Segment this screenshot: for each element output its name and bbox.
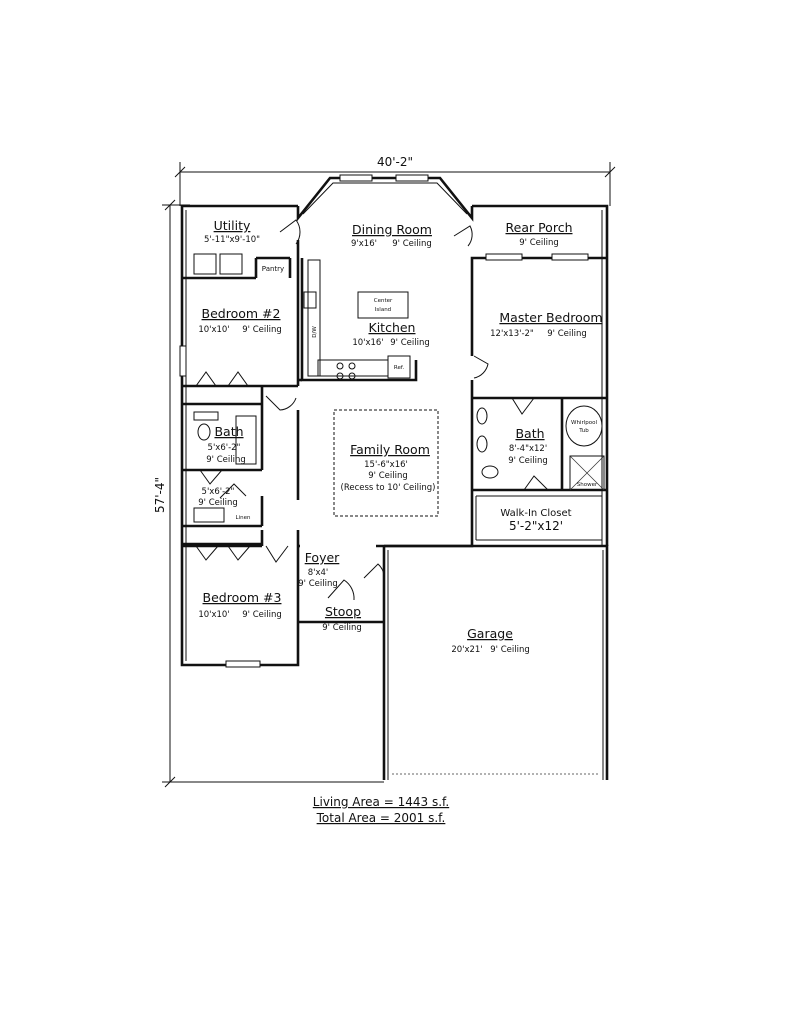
- whirlpool-label-1: Whirlpool: [571, 420, 597, 426]
- master-bedroom-name: Master Bedroom: [499, 310, 602, 325]
- windows: [179, 174, 589, 668]
- depth-dimension-line: [162, 199, 384, 788]
- refrigerator-label: Ref.: [394, 365, 404, 371]
- hall-bath-ceiling: 9' Ceiling: [206, 455, 245, 465]
- interior-walls: [182, 240, 607, 624]
- rear-porch-name: Rear Porch: [506, 220, 573, 235]
- fixtures: [193, 253, 605, 523]
- foyer-name: Foyer: [305, 550, 340, 565]
- exterior-walls: [180, 176, 609, 780]
- walkin-closet-name: Walk-In Closet: [500, 508, 571, 519]
- bedroom-3-name: Bedroom #3: [203, 590, 282, 605]
- dining-room-ceiling: 9' Ceiling: [392, 239, 431, 249]
- family-room-name: Family Room: [350, 442, 430, 457]
- utility-name: Utility: [214, 218, 251, 233]
- garage-ceiling: 9' Ceiling: [490, 645, 529, 655]
- width-dimension-line: [174, 162, 616, 206]
- stoop-name: Stoop: [325, 604, 361, 619]
- walkin-closet-size: 5'-2"x12': [509, 519, 563, 533]
- bedroom-3-size: 10'x10': [198, 610, 229, 620]
- bedroom-3-ceiling: 9' Ceiling: [242, 610, 281, 620]
- hall-bath-name: Bath: [214, 424, 243, 439]
- small-bath-ceiling: 9' Ceiling: [198, 498, 237, 508]
- master-bath-size: 8'-4"x12': [509, 444, 547, 454]
- shower-label: Shower: [577, 482, 598, 488]
- master-bedroom-size: 12'x13'-2": [490, 329, 534, 339]
- small-bath-size: 5'x6'-2": [202, 487, 235, 497]
- island-label-1: Center: [374, 298, 393, 304]
- foyer-size: 8'x4': [308, 568, 329, 578]
- dining-room-size: 9'x16': [351, 239, 377, 249]
- kitchen-name: Kitchen: [369, 320, 416, 335]
- overall-width-label: 40'-2": [377, 155, 413, 169]
- bedroom-2-ceiling: 9' Ceiling: [242, 325, 281, 335]
- kitchen-size: 10'x16': [352, 338, 383, 348]
- master-bath-ceiling: 9' Ceiling: [508, 456, 547, 466]
- door-swings: [195, 219, 549, 601]
- island-label-2: Island: [375, 307, 391, 313]
- living-area-label: Living Area = 1443 s.f.: [313, 795, 449, 809]
- family-room-ceiling: 9' Ceiling: [368, 471, 407, 481]
- master-bath-name: Bath: [515, 426, 544, 441]
- linen-label: Linen: [236, 515, 251, 521]
- stoop-ceiling: 9' Ceiling: [322, 623, 361, 633]
- kitchen-ceiling: 9' Ceiling: [390, 338, 429, 348]
- dining-room-name: Dining Room: [352, 222, 432, 237]
- master-bedroom-ceiling: 9' Ceiling: [547, 329, 586, 339]
- garage-size: 20'x21': [451, 645, 482, 655]
- hall-bath-size: 5'x6'-2": [208, 443, 241, 453]
- bedroom-2-name: Bedroom #2: [202, 306, 281, 321]
- dishwasher-label: D/W: [312, 326, 318, 338]
- whirlpool-label-2: Tub: [578, 428, 589, 434]
- bedroom-2-size: 10'x10': [198, 325, 229, 335]
- foyer-ceiling: 9' Ceiling: [298, 579, 337, 589]
- family-room-note: (Recess to 10' Ceiling): [341, 483, 436, 493]
- total-area-label: Total Area = 2001 s.f.: [316, 811, 446, 825]
- overall-depth-label: 57'-4": [153, 477, 167, 513]
- family-room-size: 15'-6"x16': [364, 460, 408, 470]
- rear-porch-ceiling: 9' Ceiling: [519, 238, 558, 248]
- pantry-name: Pantry: [262, 265, 284, 273]
- utility-size: 5'-11"x9'-10": [204, 235, 260, 245]
- garage-name: Garage: [467, 626, 513, 641]
